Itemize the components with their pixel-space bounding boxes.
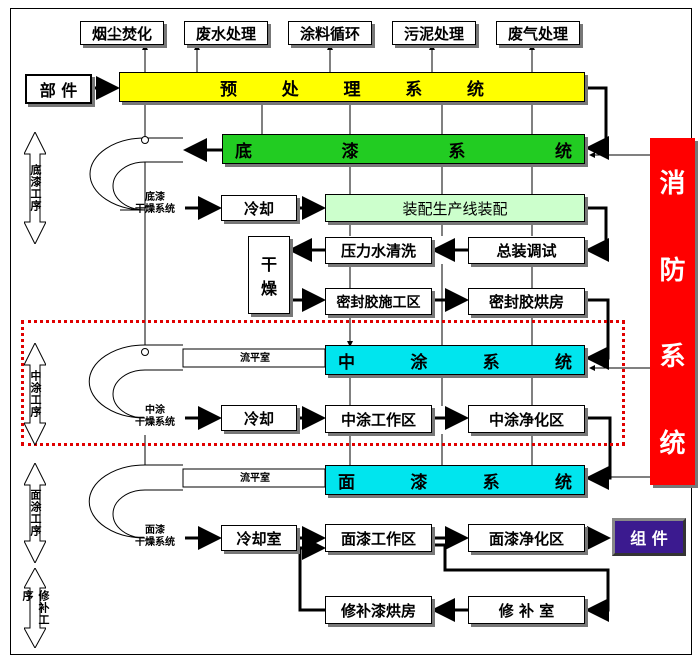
mid-char: 统 bbox=[554, 352, 572, 373]
repair-oven-box: 修补漆烘房 bbox=[325, 596, 432, 624]
output-exhaust: 废气处理 bbox=[496, 21, 580, 45]
final-assembly-box: 总装调试 bbox=[468, 237, 585, 264]
fire-char: 防 bbox=[659, 255, 686, 286]
flash-room-1: 流平室 bbox=[240, 353, 270, 364]
top-char: 统 bbox=[554, 472, 572, 493]
double-arrow-icon bbox=[24, 132, 46, 244]
fire-char: 统 bbox=[659, 429, 686, 460]
mid-char: 系 bbox=[482, 352, 500, 373]
top-char: 系 bbox=[482, 472, 500, 493]
process-repair-arrow: 修补工序 bbox=[21, 568, 50, 648]
process-mid-label: 中涂工序 bbox=[29, 370, 42, 418]
fire-char: 消 bbox=[659, 168, 686, 199]
fire-protection-system: 消 防 系 统 bbox=[650, 138, 695, 485]
mid-coat-highlight bbox=[21, 320, 625, 446]
mid-char: 涂 bbox=[410, 352, 428, 373]
dry-box: 干 燥 bbox=[248, 236, 290, 314]
double-arrow-icon bbox=[24, 568, 46, 648]
primer-char: 底 bbox=[235, 141, 252, 162]
pretreatment-system: 预 处 理 系 统 bbox=[119, 72, 585, 102]
process-top-arrow: 面涂工序 bbox=[24, 463, 46, 563]
primer-system: 底 漆 系 统 bbox=[222, 134, 585, 164]
process-mid-arrow: 中涂工序 bbox=[24, 343, 46, 445]
primer-dry-label: 底漆 干燥系统 bbox=[135, 192, 175, 215]
top-coat-system: 面 漆 系 统 bbox=[325, 465, 585, 495]
parts-box: 部 件 bbox=[25, 74, 92, 104]
cooling-2: 冷却 bbox=[221, 405, 297, 431]
top-work-box: 面漆工作区 bbox=[325, 524, 432, 552]
output-dust-incineration: 烟尘焚化 bbox=[80, 21, 164, 45]
double-arrow-icon bbox=[24, 463, 46, 563]
mid-dry-label: 中涂 干燥系统 bbox=[135, 405, 175, 428]
output-paint-recycle: 涂料循环 bbox=[288, 21, 372, 45]
mid-char: 中 bbox=[338, 352, 355, 373]
sealant-area-box: 密封胶施工区 bbox=[325, 288, 432, 315]
pressure-wash-box: 压力水清洗 bbox=[325, 237, 432, 264]
top-char: 面 bbox=[338, 472, 355, 493]
process-primer-label: 底漆工序 bbox=[29, 164, 42, 212]
pretreatment-char: 系 bbox=[405, 79, 423, 100]
mid-coat-system: 中 涂 系 统 bbox=[325, 345, 585, 375]
primer-char: 漆 bbox=[341, 141, 359, 162]
pretreatment-char: 预 bbox=[220, 79, 237, 100]
sealant-oven-box: 密封胶烘房 bbox=[468, 288, 585, 315]
process-repair-label: 修补工序 bbox=[21, 590, 50, 626]
top-char: 漆 bbox=[410, 472, 428, 493]
output-wastewater: 废水处理 bbox=[184, 21, 268, 45]
double-arrow-icon bbox=[24, 343, 46, 445]
repair-room-box: 修 补 室 bbox=[468, 596, 585, 624]
assembly-line-box: 装配生产线装配 bbox=[325, 194, 585, 222]
process-primer-arrow: 底漆工序 bbox=[24, 132, 46, 244]
mid-work-box: 中涂工作区 bbox=[325, 405, 432, 433]
top-clean-box: 面漆净化区 bbox=[468, 524, 585, 552]
pretreatment-char: 处 bbox=[281, 79, 299, 100]
component-box: 组 件 bbox=[612, 518, 686, 556]
cooling-room: 冷却室 bbox=[221, 525, 297, 551]
primer-char: 系 bbox=[448, 141, 466, 162]
primer-char: 统 bbox=[554, 141, 572, 162]
pretreatment-char: 理 bbox=[343, 79, 361, 100]
top-dry-label: 面漆 干燥系统 bbox=[135, 525, 175, 548]
cooling-1: 冷却 bbox=[221, 195, 297, 221]
process-top-label: 面涂工序 bbox=[29, 489, 42, 537]
mid-clean-box: 中涂净化区 bbox=[468, 405, 585, 433]
fire-char: 系 bbox=[659, 342, 686, 373]
pretreatment-char: 统 bbox=[467, 79, 484, 100]
flash-room-2: 流平室 bbox=[240, 473, 270, 484]
output-sludge: 污泥处理 bbox=[392, 21, 476, 45]
